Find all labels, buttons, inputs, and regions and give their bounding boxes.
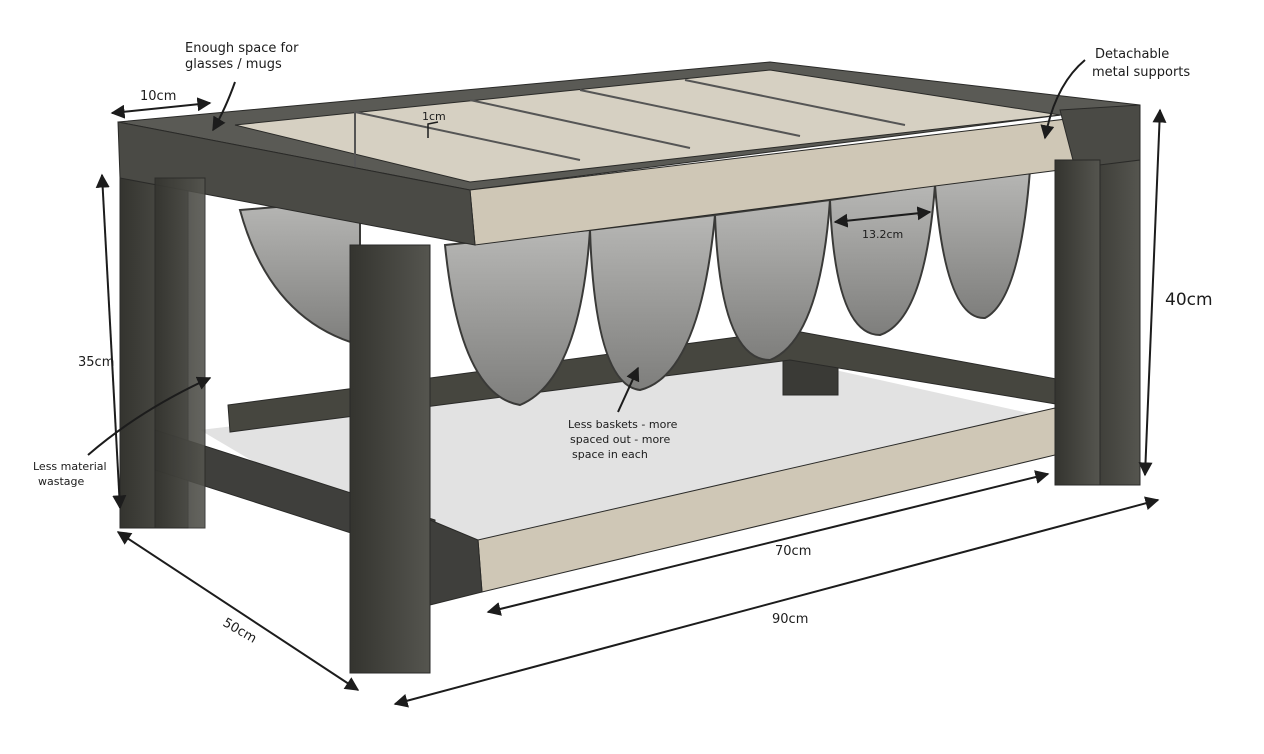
basket-3 <box>588 213 717 392</box>
front-left-back-leg <box>154 177 206 529</box>
slot-dividers <box>354 79 906 170</box>
glasses-note-arrow <box>212 81 236 132</box>
top-width-arrow <box>110 97 212 119</box>
basket-6 <box>933 168 1032 320</box>
supports-note-line1: Detachable <box>1095 47 1169 62</box>
material-note-line2: wastage <box>38 475 85 488</box>
basket-2 <box>443 228 592 407</box>
basket-width-label: 13.2cm <box>862 228 903 241</box>
baskets-note-line3: space in each <box>572 448 648 461</box>
depth-arrow <box>116 531 360 691</box>
slot-gap-label: 1cm <box>422 110 446 123</box>
supports-note-line2: metal supports <box>1092 65 1190 80</box>
basket-1 <box>238 198 361 347</box>
baskets <box>238 168 1032 407</box>
glasses-note-line2: glasses / mugs <box>185 57 282 72</box>
top-left-block <box>117 121 476 246</box>
front-right-leg <box>1054 159 1101 486</box>
basket-5 <box>828 183 937 337</box>
leg-height-arrow <box>95 173 127 510</box>
slot-tray <box>234 69 1061 183</box>
material-note-arrow <box>87 376 212 456</box>
total-length-label: 90cm <box>772 612 808 627</box>
inner-length-label: 70cm <box>775 544 811 559</box>
total-height-arrow <box>1138 108 1167 477</box>
basket-width-arrow <box>833 206 932 228</box>
baskets-note-arrow <box>617 366 640 413</box>
total-height-label: 40cm <box>1165 290 1213 310</box>
front-left-leg <box>349 244 431 674</box>
baskets-note-line2: spaced out - more <box>570 433 670 446</box>
leg-height-label: 35cm <box>78 355 114 370</box>
glasses-note-line1: Enough space for <box>185 41 299 56</box>
supports-note-arrow <box>1040 59 1086 140</box>
slot-gap-arrow <box>427 121 439 138</box>
total-length-arrow <box>393 496 1160 708</box>
baskets-note-line1: Less baskets - more <box>568 418 678 431</box>
material-note-line1: Less material <box>33 460 107 473</box>
top-width-label: 10cm <box>140 89 176 104</box>
basket-4 <box>713 198 832 362</box>
